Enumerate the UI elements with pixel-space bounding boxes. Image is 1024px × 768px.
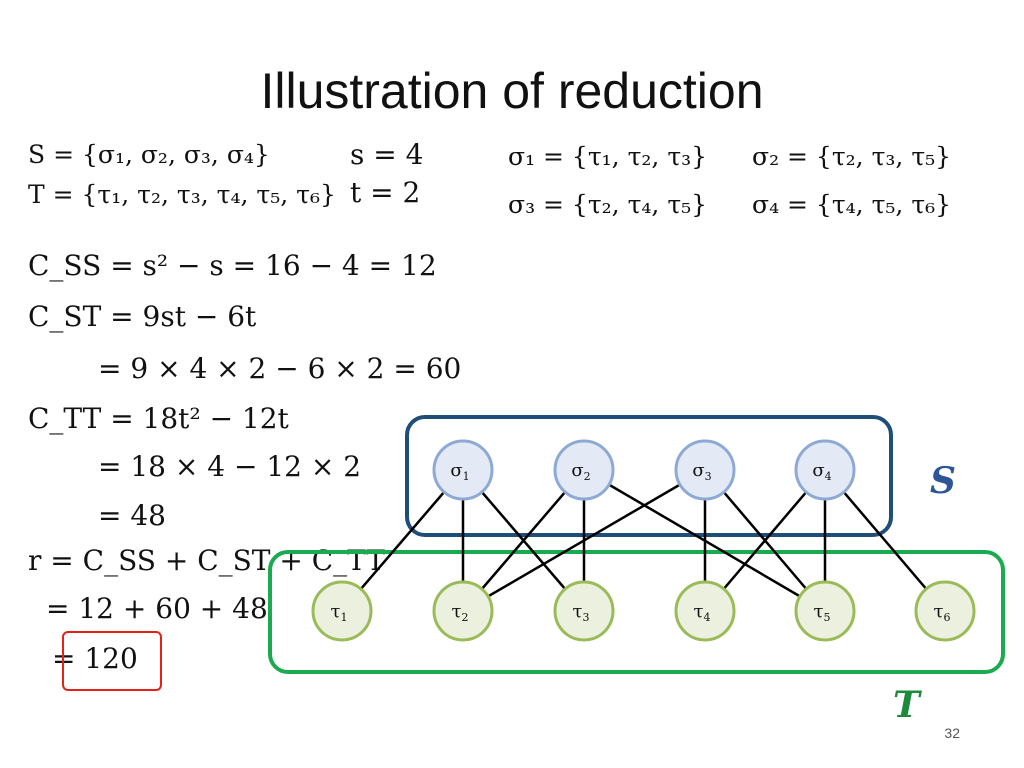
node-circle-t4 <box>674 580 736 642</box>
eq-s-set: S = {σ₁, σ₂, σ₃, σ₄} <box>28 140 270 169</box>
edge-s2-t2 <box>462 469 585 612</box>
slide-title: Illustration of reduction <box>260 63 764 119</box>
node-t3: τ3 <box>553 580 615 642</box>
node-circle-t3 <box>553 580 615 642</box>
edge-s4-t6 <box>824 469 946 612</box>
s-group-box <box>405 415 893 537</box>
node-circle-t2 <box>432 580 494 642</box>
eq-sigma1: σ₁ = {τ₁, τ₂, τ₃} <box>508 142 708 171</box>
eq-ctt-1: C_TT = 18t² − 12t <box>28 402 289 435</box>
eq-r-2: = 12 + 60 + 48 <box>46 592 268 625</box>
eq-ctt-2: = 18 × 4 − 12 × 2 <box>98 450 362 483</box>
node-s4: σ4 <box>794 439 856 501</box>
node-t2: τ2 <box>432 580 494 642</box>
eq-ctt-3: = 48 <box>98 499 166 532</box>
result-highlight-box <box>62 631 162 691</box>
node-circle-s4 <box>794 439 856 501</box>
t-group-label: T <box>893 684 922 726</box>
node-circle-t6 <box>914 580 976 642</box>
eq-sigma4: σ₄ = {τ₄, τ₅, τ₆} <box>752 190 952 219</box>
node-circle-t1 <box>311 580 373 642</box>
t-group-box <box>268 550 1005 674</box>
node-t4: τ4 <box>674 580 736 642</box>
node-s1: σ1 <box>432 439 494 501</box>
node-s3: σ3 <box>674 439 736 501</box>
eq-css: C_SS = s² − s = 16 − 4 = 12 <box>28 249 437 282</box>
page-number: 32 <box>944 725 960 741</box>
edge-s1-t1 <box>341 469 464 612</box>
eq-t-set: T = {τ₁, τ₂, τ₃, τ₄, τ₅, τ₆} <box>28 180 336 209</box>
eq-r-1: r = C_SS + C_ST + C_TT <box>28 544 386 577</box>
eq-s-value: s = 4 <box>350 138 424 171</box>
eq-r-3: = 120 <box>52 642 138 675</box>
node-t5: τ5 <box>794 580 856 642</box>
node-s2: σ2 <box>553 439 615 501</box>
node-t6: τ6 <box>914 580 976 642</box>
eq-sigma3: σ₃ = {τ₂, τ₄, τ₅} <box>508 190 708 219</box>
node-circle-s3 <box>674 439 736 501</box>
s-group-label: S <box>930 460 956 502</box>
eq-cst-1: C_ST = 9st − 6t <box>28 300 257 333</box>
edge-s4-t4 <box>704 469 826 612</box>
node-circle-t5 <box>794 580 856 642</box>
eq-t-value: t = 2 <box>350 176 421 209</box>
eq-sigma2: σ₂ = {τ₂, τ₃, τ₅} <box>752 142 952 171</box>
node-circle-s1 <box>432 439 494 501</box>
node-t1: τ1 <box>311 580 373 642</box>
node-circle-s2 <box>553 439 615 501</box>
edge-s3-t2 <box>462 468 706 613</box>
eq-cst-2: = 9 × 4 × 2 − 6 × 2 = 60 <box>98 352 462 385</box>
